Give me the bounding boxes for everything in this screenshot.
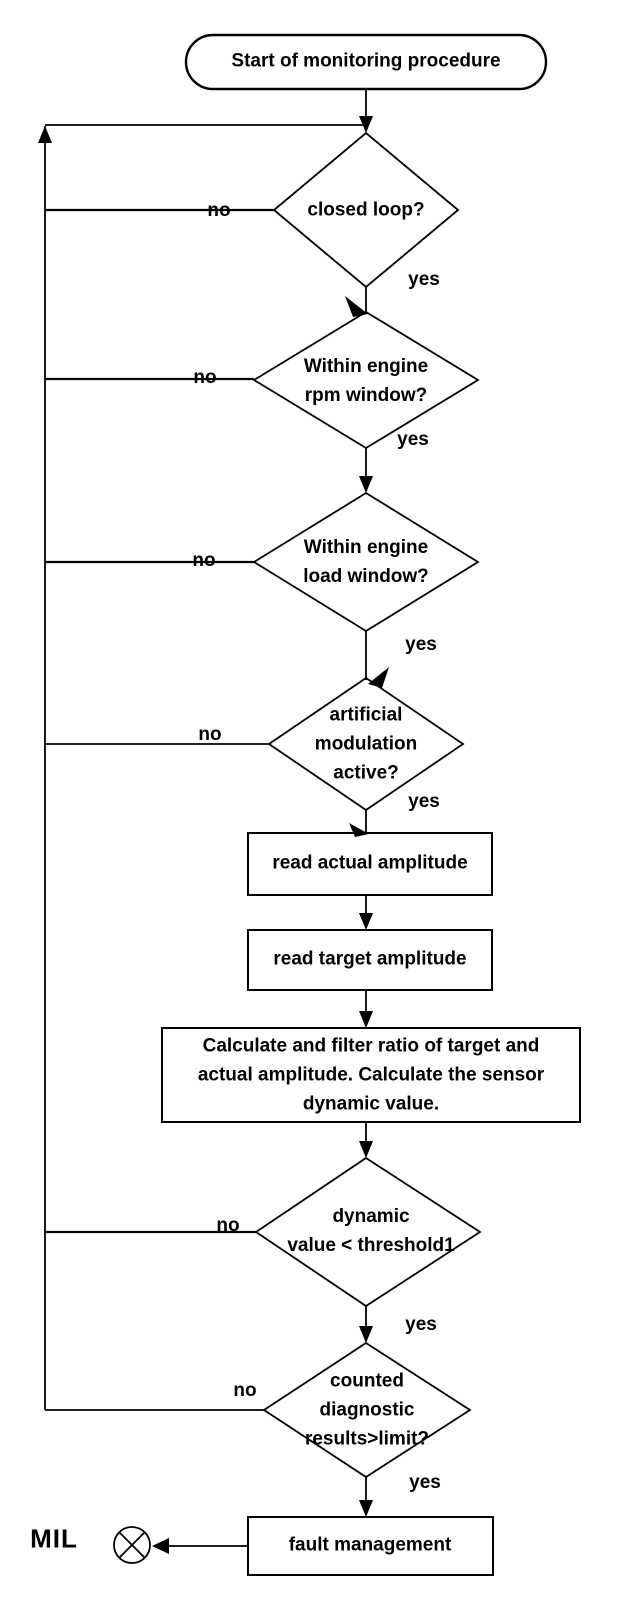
yes-label-counted-results: yes (409, 1472, 441, 1493)
no-label-dynamic-value: no (216, 1215, 240, 1236)
arrowhead-tilted-icon (368, 667, 389, 688)
decision-dynamic-value-label: dynamic value < threshold1 (287, 1206, 455, 1256)
arrowhead-tilted-icon (345, 296, 368, 317)
no-label-counted-results: no (233, 1380, 257, 1401)
decision-counted-results-label: counted diagnostic results>limit? (304, 1370, 430, 1450)
mil-lamp-cross-line (118, 1531, 146, 1559)
yes-label-rpm-window: yes (397, 429, 429, 450)
process-calculate-shape (161, 1027, 581, 1123)
no-label-closed-loop: no (207, 200, 231, 221)
yes-label-dynamic-value: yes (405, 1314, 437, 1335)
process-fault-management-label: fault management (288, 1534, 452, 1556)
no-label-load-window: no (192, 550, 216, 571)
mil-lamp-icon (113, 1526, 151, 1564)
arrowhead-down-icon (359, 1500, 373, 1517)
decision-load-window-label: Within engine load window? (303, 537, 429, 587)
arrowhead-down-icon (359, 913, 373, 930)
process-calculate-label: Calculate and filter ratio of target and… (197, 1035, 545, 1115)
mil-indicator-label: MIL (30, 1523, 78, 1554)
decision-artificial-modulation-label: artificial modulation active? (314, 704, 418, 784)
no-label-rpm-window: no (193, 367, 217, 388)
decision-closed-loop-label: closed loop? (307, 199, 425, 221)
yes-label-load-window: yes (405, 634, 437, 655)
arrowhead-left-icon (152, 1538, 169, 1554)
process-read-actual-label: read actual amplitude (272, 852, 468, 874)
process-read-target-shape (247, 929, 493, 991)
process-read-target-label: read target amplitude (273, 948, 467, 970)
arrowhead-down-icon (359, 1326, 373, 1343)
arrowhead-down-icon (359, 476, 373, 493)
start-node-label: Start of monitoring procedure (231, 50, 501, 72)
yes-label-closed-loop: yes (408, 269, 440, 290)
decision-rpm-window-label: Within engine rpm window? (303, 356, 429, 406)
no-label-artificial-modulation: no (198, 724, 222, 745)
process-read-actual-shape (247, 832, 493, 896)
arrowhead-down-icon (359, 1011, 373, 1028)
arrowhead-down-icon (359, 1141, 373, 1158)
yes-label-artificial-modulation: yes (408, 791, 440, 812)
